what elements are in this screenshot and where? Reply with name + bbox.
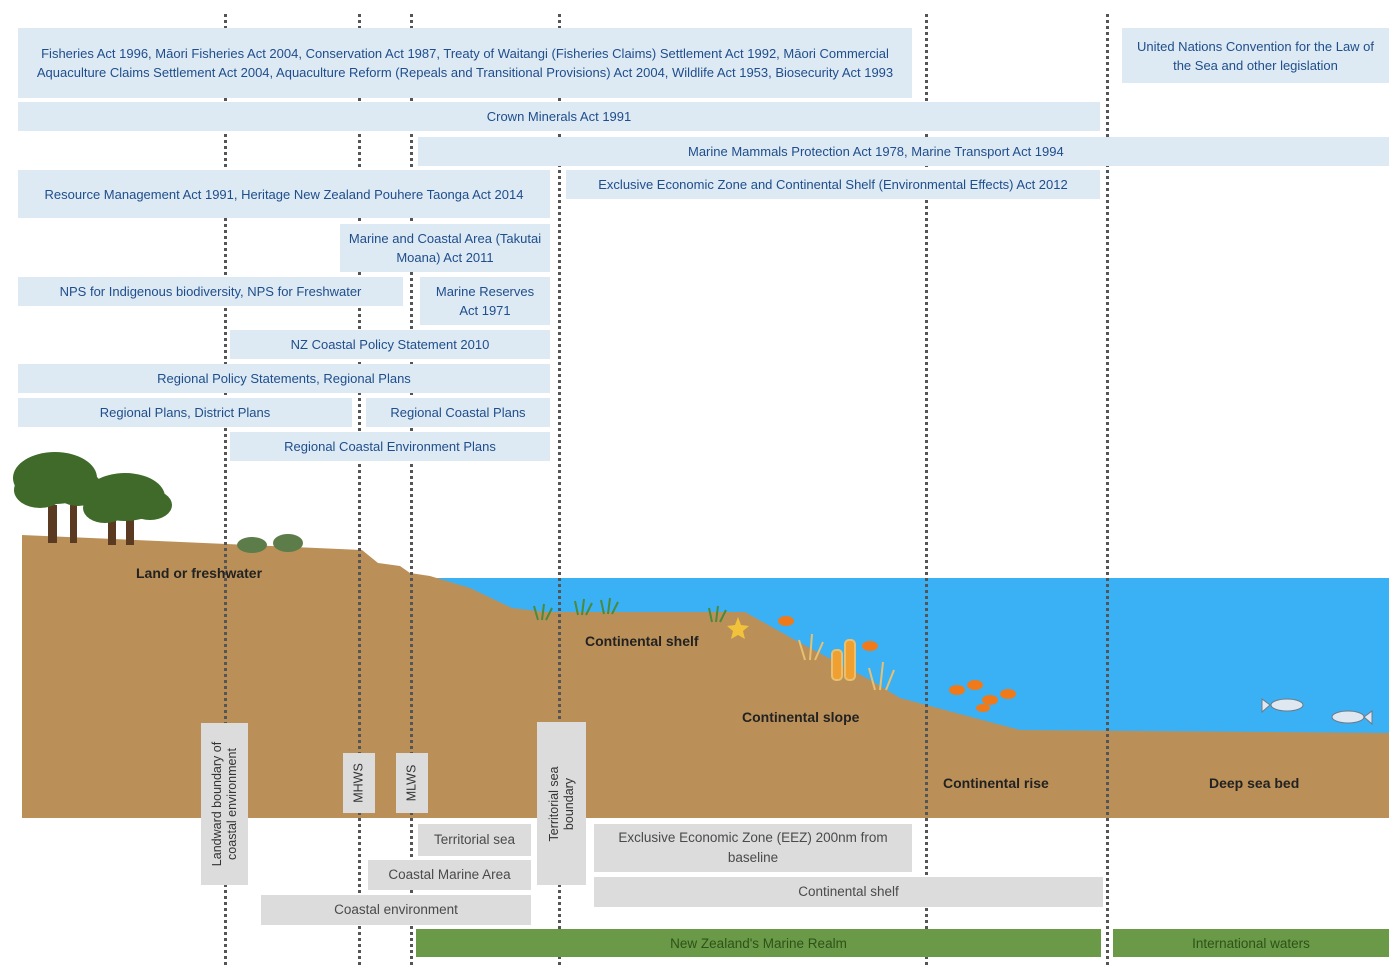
zone-land-label: Land or freshwater	[136, 565, 263, 581]
seagrass-icon	[533, 597, 727, 623]
marine-mammals-text: Marine Mammals Protection Act 1978, Mari…	[688, 144, 1064, 159]
reef-fish-icon	[778, 616, 1016, 712]
eez-act-box: Exclusive Economic Zone and Continental …	[566, 170, 1100, 199]
landward-boundary-label: Landward boundary of coastal environment	[201, 723, 248, 885]
crown-minerals-text: Crown Minerals Act 1991	[486, 109, 632, 124]
regional-coastal-env-box: Regional Coastal Environment Plans	[230, 432, 550, 461]
mhws-label: MHWS	[343, 753, 375, 813]
territorial-boundary-label: Territorial sea boundary	[537, 722, 586, 885]
territorial-sea-text: Territorial sea	[433, 832, 516, 847]
marine-mammals-box: Marine Mammals Protection Act 1978, Mari…	[418, 137, 1389, 166]
eez-box: Exclusive Economic Zone (EEZ) 200nm from…	[594, 824, 912, 872]
takutai-moana-box: Marine and Coastal Area (Takutai Moana) …	[340, 224, 550, 272]
zone-slope-label: Continental slope	[742, 709, 860, 725]
coastal-marine-area-box: Coastal Marine Area	[368, 860, 531, 890]
regional-policy-text: Regional Policy Statements, Regional Pla…	[157, 371, 411, 386]
nps-text: NPS for Indigenous biodiversity, NPS for…	[59, 284, 362, 299]
regional-coastal-env-text: Regional Coastal Environment Plans	[284, 439, 496, 454]
deep-fish-icon	[1261, 698, 1373, 726]
mhws-line	[358, 14, 361, 965]
nzcps-box: NZ Coastal Policy Statement 2010	[230, 330, 550, 359]
tree-icon	[13, 452, 172, 545]
rma-text: Resource Management Act 1991, Heritage N…	[44, 186, 524, 202]
eez-text: Exclusive Economic Zone (EEZ) 200nm from…	[618, 830, 888, 865]
crown-minerals-box: Crown Minerals Act 1991	[18, 102, 1100, 131]
starfish-icon	[727, 617, 749, 639]
unclos-box: United Nations Convention for the Law of…	[1122, 28, 1389, 83]
unclos-text: United Nations Convention for the Law of…	[1136, 38, 1375, 73]
regional-coastal-box: Regional Coastal Plans	[366, 398, 550, 427]
eez-act-text: Exclusive Economic Zone and Continental …	[598, 177, 1068, 192]
coastal-marine-area-text: Coastal Marine Area	[388, 867, 511, 882]
mlws-line	[410, 14, 413, 965]
regional-district-box: Regional Plans, District Plans	[18, 398, 352, 427]
eez-boundary-line	[1106, 14, 1109, 965]
territorial-sea-box: Territorial sea	[418, 824, 531, 856]
international-waters-text: International waters	[1192, 935, 1310, 951]
nzcps-text: NZ Coastal Policy Statement 2010	[290, 337, 490, 352]
takutai-moana-text: Marine and Coastal Area (Takutai Moana) …	[348, 231, 542, 265]
territorial-boundary-line	[558, 14, 561, 965]
fisheries-legislation-text: Fisheries Act 1996, Māori Fisheries Act …	[36, 46, 894, 80]
land-profile	[22, 535, 1389, 818]
international-waters-bar: International waters	[1113, 929, 1389, 957]
regional-district-text: Regional Plans, District Plans	[99, 405, 271, 420]
continental-shelf-area-text: Continental shelf	[798, 884, 899, 899]
coral-icon	[798, 633, 895, 691]
regional-policy-box: Regional Policy Statements, Regional Pla…	[18, 364, 550, 393]
nz-marine-realm-text: New Zealand's Marine Realm	[670, 935, 847, 951]
zone-rise-label: Continental rise	[943, 775, 1049, 791]
coastal-environment-box: Coastal environment	[261, 895, 531, 925]
continental-shelf-area-box: Continental shelf	[594, 877, 1103, 907]
nz-marine-realm-bar: New Zealand's Marine Realm	[416, 929, 1101, 957]
rma-box: Resource Management Act 1991, Heritage N…	[18, 170, 550, 218]
zone-shelf-label: Continental shelf	[585, 633, 699, 649]
fisheries-legislation-box: Fisheries Act 1996, Māori Fisheries Act …	[18, 28, 912, 98]
shrub-icon	[237, 534, 303, 553]
nps-box: NPS for Indigenous biodiversity, NPS for…	[18, 277, 403, 306]
marine-reserves-text: Marine Reserves Act 1971	[435, 284, 535, 318]
regional-coastal-text: Regional Coastal Plans	[390, 405, 526, 420]
mlws-label: MLWS	[396, 753, 428, 813]
slope-boundary-line	[925, 14, 928, 965]
coastal-environment-text: Coastal environment	[334, 902, 458, 917]
zone-deep-label: Deep sea bed	[1209, 775, 1300, 791]
marine-reserves-box: Marine Reserves Act 1971	[420, 277, 550, 325]
landward-boundary-line	[224, 14, 227, 965]
